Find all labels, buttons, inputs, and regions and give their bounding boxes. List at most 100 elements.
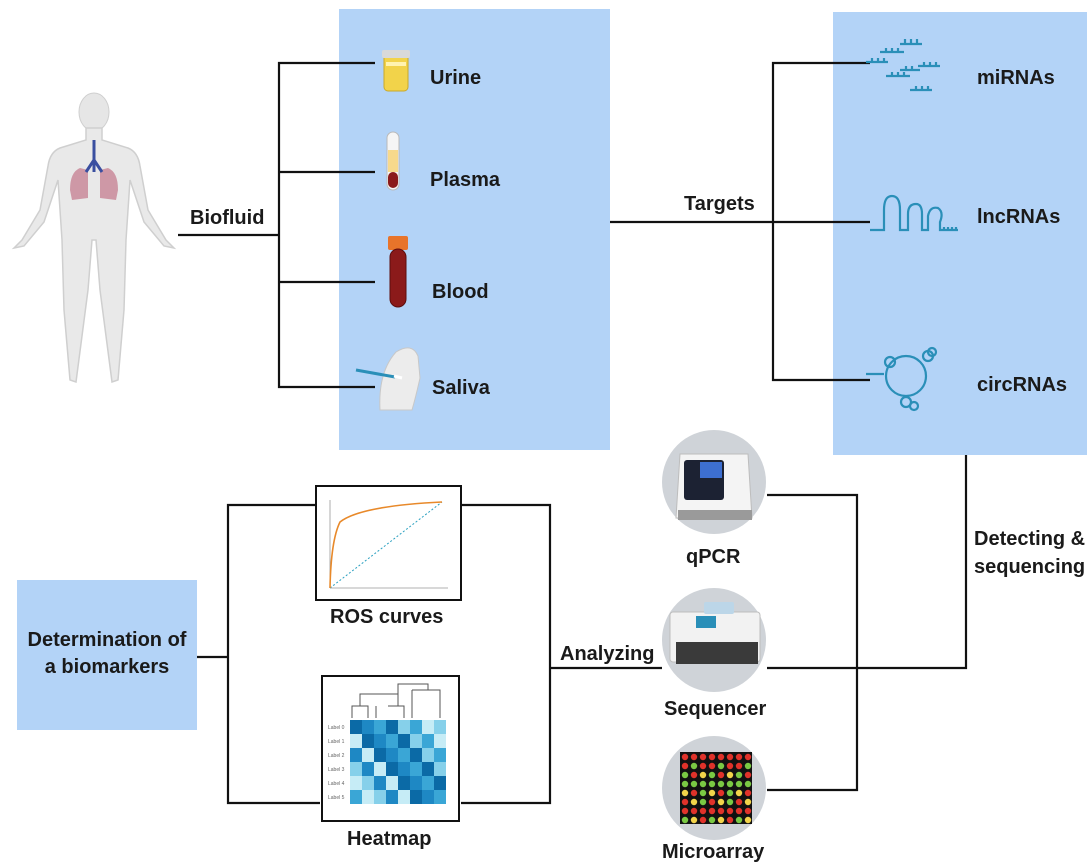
microarray-spot (708, 771, 716, 779)
microarray-spot (717, 753, 725, 761)
microarray-spot (726, 762, 734, 770)
microarray-spot (744, 762, 752, 770)
microarray-spot (717, 780, 725, 788)
microarray-spot (690, 771, 698, 779)
microarray-spot (726, 807, 734, 815)
targets-panel (833, 12, 1087, 455)
microarray-spot (690, 789, 698, 797)
ros-curves-label: ROS curves (330, 606, 443, 628)
heatmap-row-label: Label 5 (328, 795, 345, 801)
heatmap-cell (386, 734, 398, 748)
microarray-spot (708, 798, 716, 806)
microarray-spot (681, 789, 689, 797)
heatmap-cell (422, 720, 434, 734)
heatmap-cell (410, 720, 422, 734)
analyzing-label: Analyzing (560, 643, 654, 665)
microarray-spot (690, 807, 698, 815)
heatmap-cell (386, 720, 398, 734)
microarray-spot (708, 816, 716, 824)
microarray-spot (681, 753, 689, 761)
microarray-spot (744, 780, 752, 788)
sequencer-label: Sequencer (664, 698, 766, 720)
heatmap-cell (422, 790, 434, 804)
heatmap-cell (362, 776, 374, 790)
microarray-spot (708, 753, 716, 761)
microarray-spot (744, 753, 752, 761)
microarray-spot (690, 780, 698, 788)
heatmap-cell (410, 776, 422, 790)
microarray-spot (726, 753, 734, 761)
microarray-spot (735, 798, 743, 806)
heatmap-cell (386, 762, 398, 776)
qpcr-machine-icon (662, 430, 766, 534)
heatmap-cell (422, 762, 434, 776)
microarray-spot (690, 753, 698, 761)
microarray-spot (699, 753, 707, 761)
mirnas-label: miRNAs (977, 67, 1055, 89)
heatmap-cell (422, 734, 434, 748)
heatmap-cell (374, 776, 386, 790)
heatmap-cell (374, 762, 386, 776)
microarray-spot (708, 780, 716, 788)
microarray-spot (699, 771, 707, 779)
microarray-spot (699, 798, 707, 806)
microarray-spot (744, 816, 752, 824)
microarray-label: Microarray (662, 841, 765, 863)
human-body-icon (11, 92, 177, 383)
microarray-spot (681, 762, 689, 770)
microarray-spot (717, 762, 725, 770)
heatmap-cell (410, 734, 422, 748)
heatmap-cell (350, 748, 362, 762)
qpcr-label: qPCR (686, 546, 741, 568)
microarray-spot (699, 807, 707, 815)
heatmap-cell (374, 734, 386, 748)
saliva-swab-icon (355, 347, 421, 411)
microarray-spot (744, 771, 752, 779)
microarray-spot (726, 816, 734, 824)
heatmap-cell (350, 790, 362, 804)
mirna-icon (866, 39, 940, 92)
result-panel (17, 580, 197, 730)
microarray-spot (735, 789, 743, 797)
heatmap-cell (398, 748, 410, 762)
blood-tube-icon (388, 236, 408, 308)
heatmap-cell (422, 776, 434, 790)
heatmap-cell (422, 748, 434, 762)
microarray-spot (717, 771, 725, 779)
microarray-spot (717, 816, 725, 824)
detecting-label-line2: sequencing (974, 556, 1085, 578)
microarray-spot (699, 762, 707, 770)
targets-label: Targets (684, 193, 755, 215)
heatmap-cell (434, 734, 446, 748)
microarray-spot (735, 762, 743, 770)
microarray-spot (726, 798, 734, 806)
heatmap-cell (398, 720, 410, 734)
microarray-spot (708, 807, 716, 815)
result-label-line2: a biomarkers (45, 656, 170, 678)
microarray-spot (744, 807, 752, 815)
microarray-spot (690, 798, 698, 806)
microarray-spot (735, 780, 743, 788)
heatmap-row-label: Label 4 (328, 781, 345, 787)
heatmap-cell (398, 734, 410, 748)
plasma-label: Plasma (430, 169, 501, 191)
heatmap-row-label: Label 1 (328, 739, 345, 745)
microarray-spot (726, 771, 734, 779)
microarray-spot (708, 762, 716, 770)
urine-label: Urine (430, 67, 481, 89)
plasma-tube-icon (386, 131, 400, 191)
microarray-spot (708, 789, 716, 797)
heatmap-cell (386, 748, 398, 762)
connector-lines (178, 61, 968, 805)
heatmap-cell (362, 734, 374, 748)
microarray-spot (699, 816, 707, 824)
heatmap-cell (410, 748, 422, 762)
heatmap-label: Heatmap (347, 828, 431, 850)
heatmap-cell (410, 790, 422, 804)
microarray-spot (681, 807, 689, 815)
microarray-spot (726, 789, 734, 797)
heatmap-cell (362, 762, 374, 776)
microarray-spot (681, 771, 689, 779)
